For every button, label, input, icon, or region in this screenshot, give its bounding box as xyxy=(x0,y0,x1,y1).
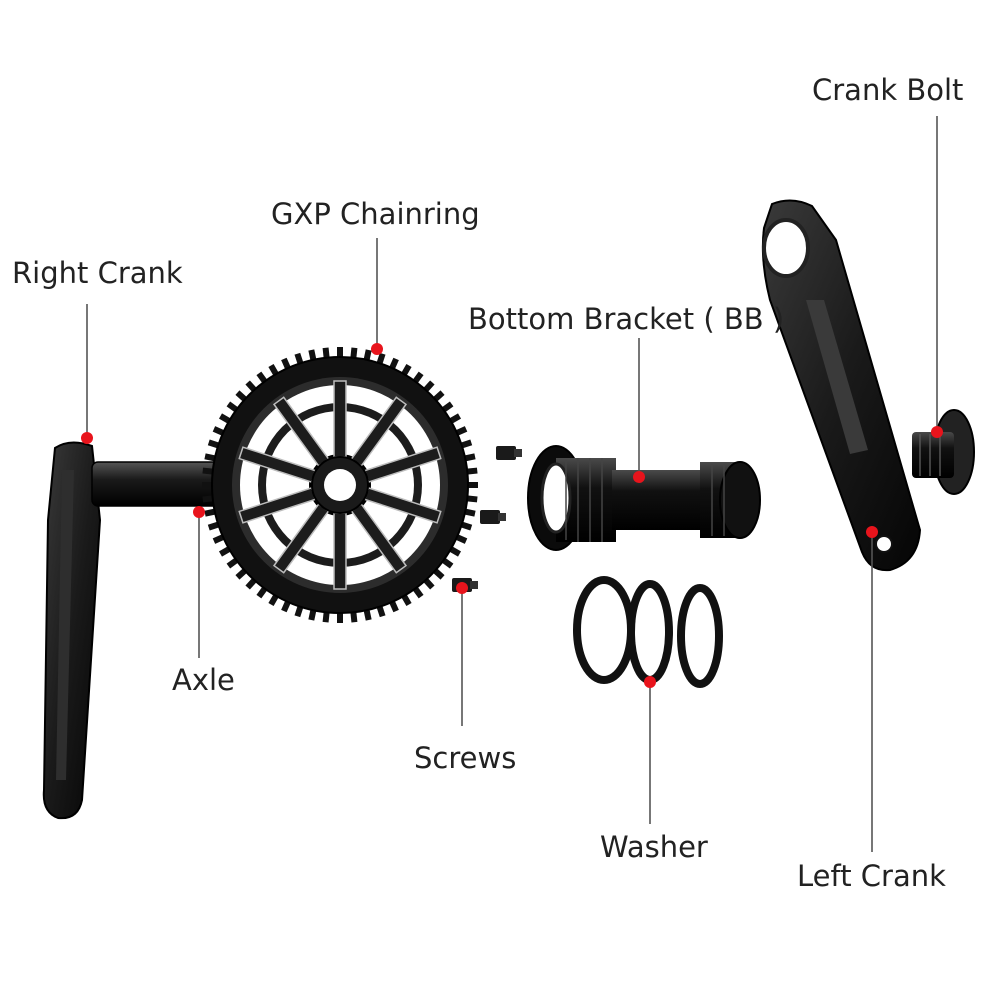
crank-bolt-part xyxy=(912,409,975,495)
marker-axle xyxy=(193,506,205,518)
label-crank-bolt: Crank Bolt xyxy=(812,73,964,107)
label-right-crank: Right Crank xyxy=(12,256,183,290)
chainring-center-hole xyxy=(324,469,356,501)
marker-bottom-bracket xyxy=(633,471,645,483)
leader-lines xyxy=(86,116,938,852)
washer-part xyxy=(573,576,723,688)
label-bottom-bracket: Bottom Bracket ( BB ) xyxy=(468,302,785,336)
label-axle: Axle xyxy=(172,663,235,697)
marker-right-crank xyxy=(81,432,93,444)
marker-gxp-chainring xyxy=(371,343,383,355)
marker-washer xyxy=(644,676,656,688)
screw-part xyxy=(480,510,506,524)
marker-left-crank xyxy=(866,526,878,538)
screw-part xyxy=(496,446,522,460)
right-crank-part xyxy=(42,441,102,820)
bottom-bracket-part xyxy=(527,445,761,551)
marker-screws xyxy=(456,582,468,594)
label-screws: Screws xyxy=(414,741,517,775)
label-gxp-chainring: GXP Chainring xyxy=(271,197,480,231)
left-crank-part xyxy=(761,199,922,572)
callout-markers xyxy=(81,343,943,688)
gxp-chainring-part xyxy=(202,347,478,623)
marker-crank-bolt xyxy=(931,426,943,438)
label-left-crank: Left Crank xyxy=(797,859,946,893)
label-washer: Washer xyxy=(600,830,708,864)
